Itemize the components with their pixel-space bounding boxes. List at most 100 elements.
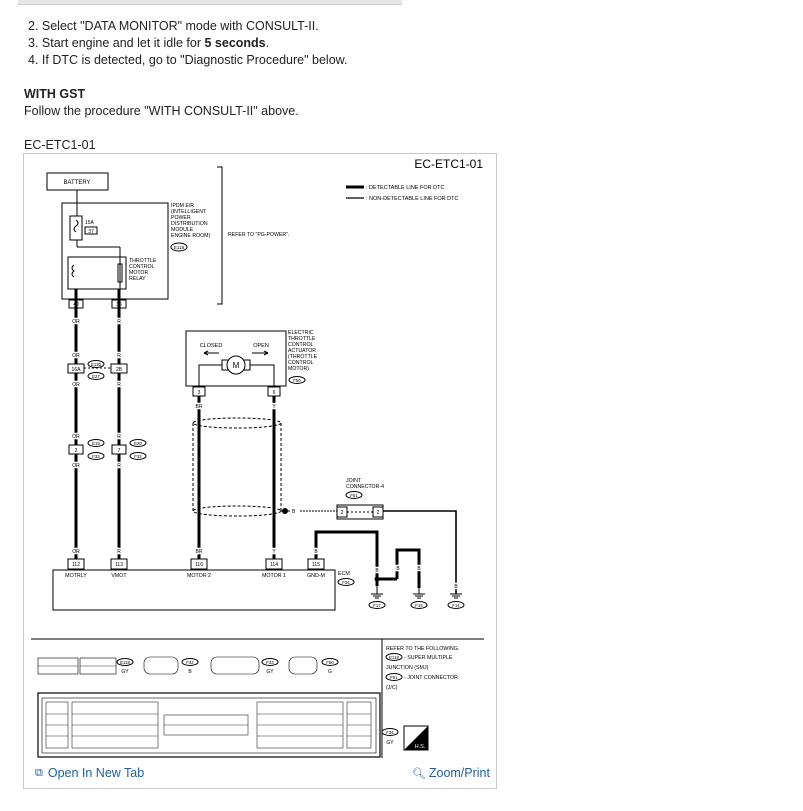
conn-f34: F34 (342, 580, 350, 585)
conn-e20: E20 (134, 441, 142, 446)
color-gy-2: GY (266, 669, 274, 675)
legend-detectable: : DETECTABLE LINE FOR DTC (366, 185, 444, 191)
zoom-print-link[interactable]: 🔍︎ Zoom/Print (412, 766, 490, 780)
wire-b-shield: B (292, 509, 296, 515)
conn-view-f33: F33 (266, 660, 274, 665)
conn-view-f32: F32 (186, 660, 194, 665)
ipdm-label-2: (INTELLIGENT (171, 209, 207, 215)
hs-badge: H.S. (415, 744, 426, 750)
wire-r-3: R (117, 382, 121, 388)
pin-16a: 16A (72, 367, 82, 373)
color-b-1: B (188, 669, 192, 675)
wire-y-2: Y (272, 549, 276, 555)
relay-label-3: MOTOR (129, 270, 148, 276)
actuator-label-4: ACTUATOR (288, 348, 316, 354)
conn-e130: E130 (91, 362, 102, 367)
battery-label: BATTERY (63, 180, 90, 186)
joint-label-1: JOINT (346, 478, 362, 484)
wire-or-3: OR (72, 382, 80, 388)
conn-f50: F50 (293, 378, 301, 383)
relay-label-1: THROTTLE (129, 258, 157, 264)
wire-b-f14: B (454, 584, 458, 590)
ipdm-label-6: ENGINE ROOM) (171, 233, 210, 239)
wire-r-6: R (117, 549, 121, 555)
actuator-label-3: CONTROL (288, 342, 313, 348)
ecm-label: ECM (338, 571, 350, 577)
step-4: 4. If DTC is detected, go to "Diagnostic… (28, 53, 348, 67)
conn-f14: F14 (452, 603, 460, 608)
pin-114: 114 (270, 562, 278, 568)
ipdm-label-1: IPDM E/R (171, 203, 194, 209)
zoom-icon: 🔍︎ (411, 767, 426, 780)
figure-label: EC-ETC1-01 (24, 138, 96, 152)
conn-view-e118: E118 (120, 660, 130, 665)
refer-conn-f51: F51 (390, 675, 398, 680)
legend-non-detectable: : NON-DETECTABLE LINE FOR DTC (366, 196, 459, 202)
ecm-pin-gndm: GND-M (307, 573, 325, 579)
ipdm-label-3: POWER (171, 215, 191, 221)
refer-following-2: - SUPER MULTIPLE (404, 655, 453, 661)
open-in-new-tab-link[interactable]: ⧉ Open In New Tab (35, 766, 144, 780)
pin-7: 7 (118, 448, 121, 454)
wire-br-2: BR (196, 549, 203, 555)
color-gy-1: GY (121, 669, 129, 675)
fuse-rating: 15A (85, 220, 95, 226)
wire-or-2: OR (72, 353, 80, 359)
color-gy-3: GY (386, 740, 394, 746)
actuator-label-2: THROTTLE (288, 336, 316, 342)
pin-3: 3 (198, 390, 201, 396)
wire-r-5: R (117, 463, 121, 469)
wire-y-1: Y (272, 404, 276, 410)
conn-view-f34: F34 (386, 730, 394, 735)
wire-r-1: R (117, 319, 121, 325)
wire-r-4: R (117, 434, 121, 440)
conn-e27: E27 (92, 374, 100, 379)
pin-6: 6 (273, 390, 276, 396)
pin-115: 115 (312, 562, 320, 568)
figure-footer: ⧉ Open In New Tab 🔍︎ Zoom/Print (24, 760, 496, 788)
ipdm-label-5: MODULE (171, 227, 194, 233)
ecm-pin-motor2: MOTOR 2 (187, 573, 211, 579)
ecm-pin-motrly: MOTRLY (65, 573, 87, 579)
wire-br-1: BR (196, 404, 203, 410)
wire-or-5: OR (72, 463, 80, 469)
gst-text: Follow the procedure "WITH CONSULT-II" a… (24, 104, 299, 118)
wire-b-f17: B (375, 568, 379, 574)
motor-symbol: M (233, 361, 240, 370)
ecm-pin-vmot: VMOT (111, 573, 127, 579)
wire-r-2: R (117, 353, 121, 359)
procedure-steps: 2. Select "DATA MONITOR" mode with CONSU… (28, 18, 347, 69)
pin-2b: 2B (116, 367, 123, 373)
refer-following-5: (J/C) (386, 685, 398, 691)
wire-or-1: OR (72, 319, 80, 325)
color-g: G (328, 669, 332, 675)
wire-b-f15: B (417, 566, 421, 572)
closed-label: CLOSED (200, 343, 223, 349)
actuator-label-5: (THROTTLE (288, 354, 318, 360)
step-2: 2. Select "DATA MONITOR" mode with CONSU… (28, 19, 319, 33)
wiring-diagram-figure[interactable]: EC-ETC1-01 : DETECTABLE LINE FOR DTC : N… (23, 153, 497, 789)
joint-label-2: CONNECTOR-4 (346, 484, 384, 490)
refer-conn-e118: E118 (389, 655, 399, 660)
refer-following-4: - JOINT CONNECTOR (404, 675, 458, 681)
conn-f17: F17 (373, 603, 381, 608)
conn-e19: E19 (92, 441, 100, 446)
joint-pin-right: 2 (377, 510, 380, 516)
refer-following-1: REFER TO THE FOLLOWING. (386, 646, 459, 652)
actuator-label-7: MOTOR) (288, 366, 309, 372)
step-3: 3. Start engine and let it idle for 5 se… (28, 36, 270, 50)
joint-pin-left: 2 (341, 510, 344, 516)
open-label: OPEN (253, 343, 269, 349)
pin-113: 113 (115, 562, 123, 568)
refer-following-3: JUNCTION (SMJ) (386, 665, 429, 671)
conn-view-f50: F50 (326, 660, 334, 665)
conn-f15: F15 (415, 603, 423, 608)
pin-2: 2 (75, 448, 78, 454)
conn-f32: F32 (134, 454, 142, 459)
actuator-label-6: CONTROL (288, 360, 313, 366)
wire-or-4: OR (72, 434, 80, 440)
relay-label-4: RELAY (129, 276, 146, 282)
scroll-shadow-bar (18, 0, 402, 5)
zoom-print-label: Zoom/Print (428, 766, 490, 780)
wire-b-gnd: B (314, 549, 318, 555)
